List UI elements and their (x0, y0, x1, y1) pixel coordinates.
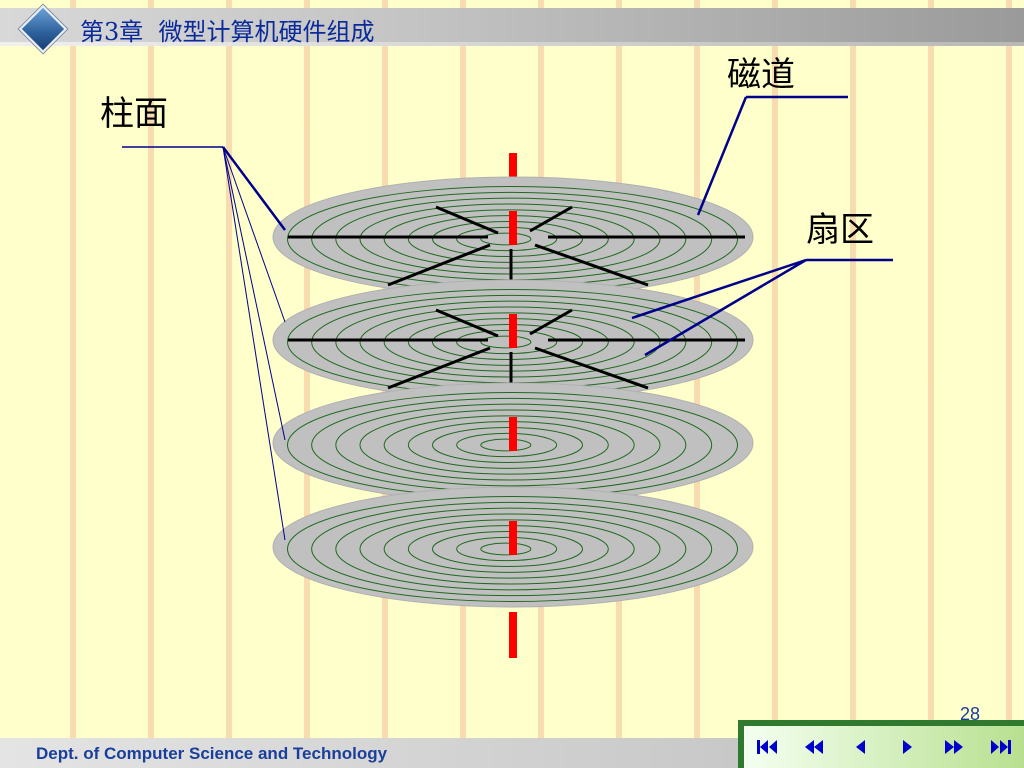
track-ring (407, 318, 609, 366)
previous-section-button[interactable] (797, 732, 831, 762)
track-ring (456, 432, 558, 458)
sector-divider-1-4 (529, 205, 573, 233)
track-ring (407, 525, 609, 573)
cylinder-leader-1 (221, 146, 287, 231)
next-icon (903, 740, 913, 754)
previous-slide-button[interactable] (844, 732, 878, 762)
sector-label: 扇区 (806, 210, 874, 250)
sector-divider-1-5 (387, 243, 491, 287)
track-ring (456, 536, 558, 562)
last-slide-icon (990, 740, 1011, 754)
track-ring (456, 329, 558, 355)
navigation-buttons (744, 726, 1024, 768)
sector-divider-2-3 (435, 308, 499, 338)
page-number: 28 (959, 704, 980, 724)
cylinder-leader-2 (222, 146, 286, 323)
previous-icon (855, 740, 865, 754)
track-ring (383, 519, 635, 579)
first-slide-icon (757, 740, 778, 754)
sector-divider-1-3 (435, 205, 499, 235)
track-ring (335, 507, 687, 591)
track-ring (407, 421, 609, 469)
track-ring (359, 513, 661, 585)
track-ring (480, 335, 532, 349)
track-ring (407, 215, 609, 263)
next-slide-button[interactable] (890, 732, 924, 762)
last-slide-button[interactable] (984, 732, 1018, 762)
footer-bar (0, 738, 740, 768)
track-ring (383, 312, 635, 372)
platter-4-tracks (287, 496, 738, 602)
track-ring (287, 496, 738, 602)
track-leader (696, 96, 748, 216)
track-ring (383, 209, 635, 269)
sector-divider-2-5 (387, 346, 491, 390)
cylinder-leader-4 (222, 146, 286, 541)
sector-leader-1 (631, 258, 807, 320)
track-label: 磁道 (727, 55, 795, 95)
first-slide-button[interactable] (750, 732, 784, 762)
cylinder-label: 柱面 (100, 94, 168, 134)
track-ring (432, 221, 583, 257)
next-section-button[interactable] (937, 732, 971, 762)
track-ring (456, 226, 558, 252)
sector-divider-2-4 (529, 308, 573, 336)
track-ring (480, 438, 532, 452)
title-stripe (0, 42, 1024, 46)
track-ring (432, 531, 583, 567)
platter-1-tracks (287, 186, 738, 292)
slide-title: 第3章 微型计算机硬件组成 (80, 18, 375, 46)
track-ring (335, 403, 687, 487)
track-ring (480, 542, 532, 556)
fast-forward-icon (944, 740, 963, 754)
cylinder-leader-3 (222, 146, 286, 441)
track-ring (432, 427, 583, 463)
track-ring (311, 501, 713, 597)
track-ring (383, 415, 635, 475)
title-bar: 第3章 微型计算机硬件组成 (0, 4, 1024, 54)
track-ring (359, 409, 661, 481)
department-name: Dept. of Computer Science and Technology (36, 744, 388, 763)
rewind-icon (804, 740, 823, 754)
sector-divider-2-6 (534, 346, 649, 390)
track-ring (432, 324, 583, 360)
track-ring (480, 232, 532, 246)
sector-divider-1-6 (534, 243, 649, 287)
sector-leader-2 (644, 258, 807, 357)
